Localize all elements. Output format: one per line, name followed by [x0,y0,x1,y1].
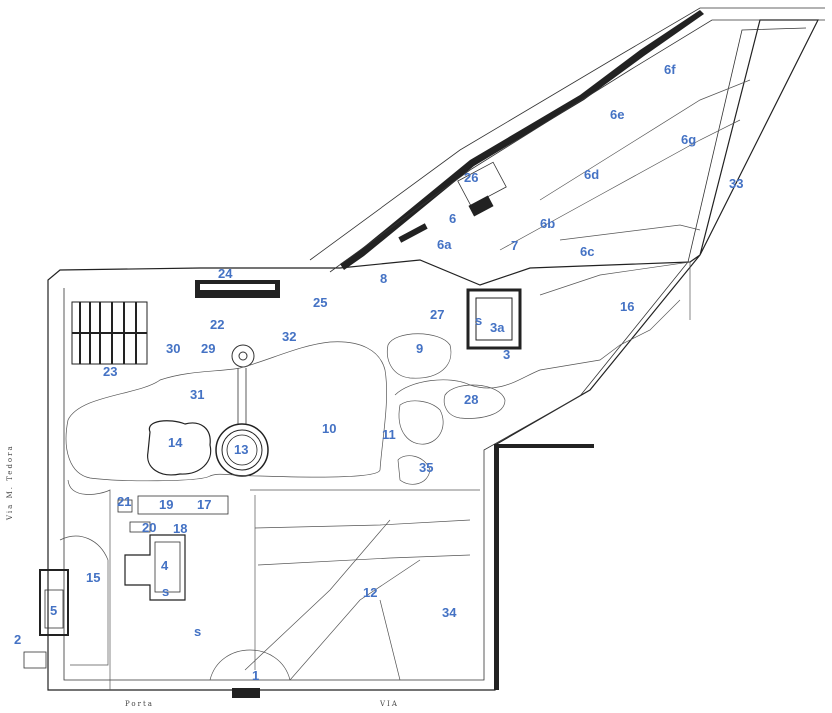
building-2 [23,651,47,669]
greenhouses [71,301,148,365]
street-label-via: VIA [379,700,399,708]
area-label-6g: 6g [681,132,696,147]
roundabout-center [238,351,248,361]
area-label-17: 17 [197,497,211,512]
path-arc-entrance [209,649,291,681]
area-label-s-south: s [194,624,201,639]
area-label-11: 11 [382,427,396,442]
area-label-13: 13 [234,442,248,457]
area-label-16: 16 [620,299,634,314]
building-3 [466,288,522,350]
area-label-20: 20 [142,520,156,535]
railway-wall [340,10,704,270]
main-entrance-gate [232,688,260,698]
area-label-21: 21 [117,494,131,509]
area-label-24: 24 [218,266,233,281]
area-label-35: 35 [419,460,433,475]
building-5-inner [44,589,64,629]
area-label-34: 34 [442,605,457,620]
street-label-tedora: Via M. Tedora [6,444,14,521]
path-north-east-3 [559,224,701,241]
roundabout [231,344,255,368]
area-labels: 1 2 3 3a 4 5 6 6a 6b 6c 6d 6e 6f 6g 7 8 … [14,62,743,683]
path-area-28 [443,384,506,419]
street-label-porta: Porta [125,700,154,708]
area-label-33: 33 [729,176,743,191]
area-label-12: 12 [363,585,377,600]
path-north-east-2 [539,79,751,201]
path-diagonal-1 [244,519,391,671]
area-label-31: 31 [190,387,204,402]
area-label-1: 1 [252,668,259,683]
path-south-2 [254,519,471,529]
path-south-3 [257,554,471,566]
railway-line [309,7,825,261]
path-diagonal-3 [379,599,401,681]
building-6 [468,195,494,217]
area-label-23: 23 [103,364,117,379]
area-label-19: 19 [159,497,173,512]
area-label-4: 4 [161,558,169,573]
area-label-6a: 6a [437,237,452,252]
path-area-9 [386,333,452,379]
lake-14 [147,420,212,476]
area-label-s-4: s [162,584,169,599]
area-label-6e: 6e [610,107,624,122]
building-6a [398,223,428,243]
area-label-3: 3 [503,347,510,362]
area-label-27: 27 [430,307,444,322]
path-west [67,479,111,690]
area-label-30: 30 [166,341,180,356]
area-label-14: 14 [168,435,183,450]
path-north-east-4 [539,261,691,320]
building-26 [457,161,507,207]
area-label-6b: 6b [540,216,555,231]
area-label-2: 2 [14,632,21,647]
area-label-6d: 6d [584,167,599,182]
area-label-6c: 6c [580,244,594,259]
area-label-9: 9 [416,341,423,356]
area-label-18: 18 [173,521,187,536]
area-label-5: 5 [50,603,57,618]
outer-wall-inner [63,27,807,681]
building-5 [39,569,69,636]
area-label-28: 28 [464,392,478,407]
path-north-east-1 [499,119,741,251]
area-label-32: 32 [282,329,296,344]
path-east [394,299,681,396]
path-area-35 [397,455,431,485]
area-label-25: 25 [313,295,327,310]
area-label-7: 7 [511,238,518,253]
area-label-15: 15 [86,570,100,585]
area-label-8: 8 [380,271,387,286]
amphitheatre-13 [215,368,269,477]
building-21 [117,499,133,513]
area-label-10: 10 [322,421,336,436]
path-diagonal-2 [289,559,421,681]
building-18 [129,521,151,533]
area-label-22: 22 [210,317,224,332]
building-4-inner [154,541,181,593]
path-main-loop [65,341,387,482]
building-3-inner [475,297,513,341]
east-wall-top [494,444,594,448]
area-label-26: 26 [464,170,478,185]
railway-line-2 [329,19,825,273]
path-area-11 [398,400,444,445]
area-label-6: 6 [449,211,456,226]
area-label-29: 29 [201,341,215,356]
building-4 [124,534,186,601]
area-label-6f: 6f [664,62,676,77]
path-left-field [59,535,109,666]
strip-19-17 [137,495,229,515]
area-label-3a: 3a [490,320,505,335]
east-wall [494,446,499,690]
area-label-s-3a: s [475,313,482,328]
building-24-detail [200,284,275,290]
